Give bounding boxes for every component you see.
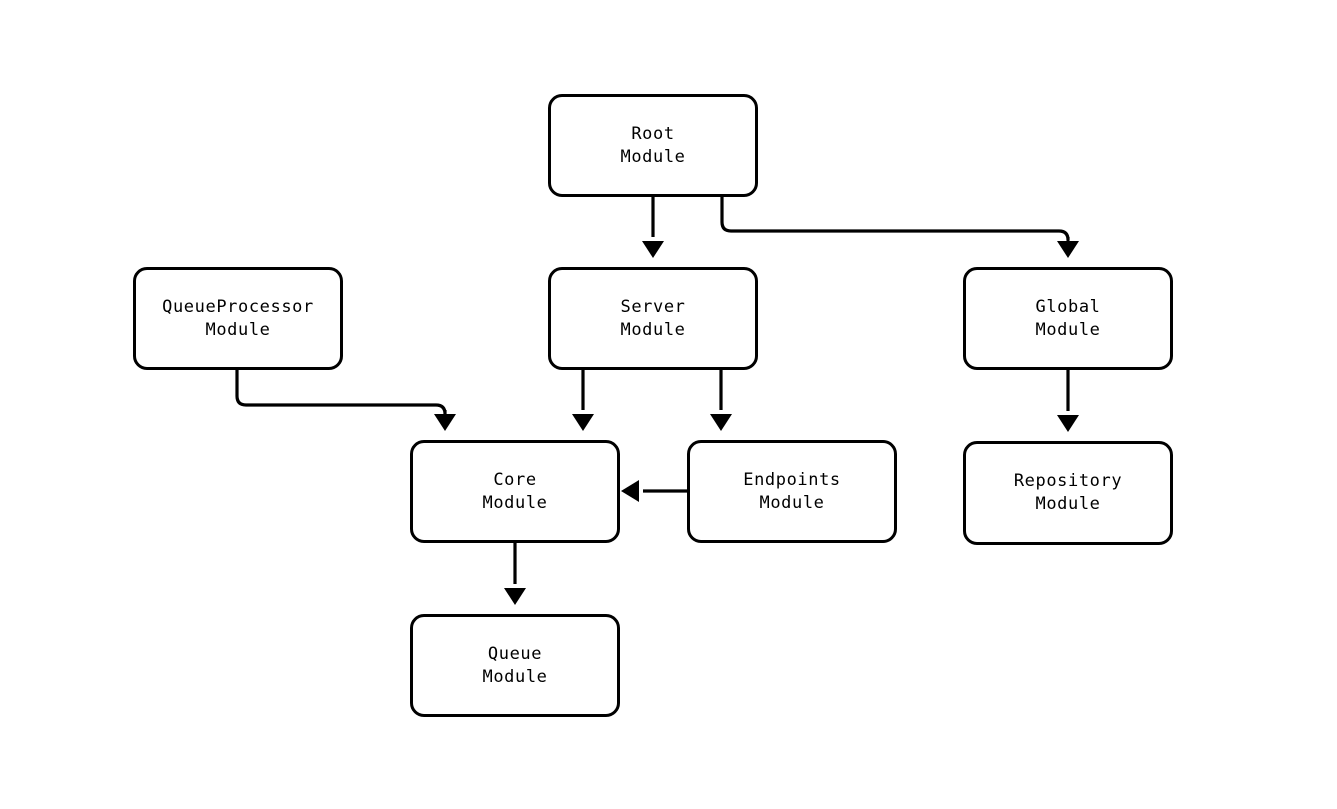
node-queueprocessor-module-label-line1: QueueProcessor (162, 296, 314, 317)
arrowhead-server-to-core (572, 414, 594, 431)
arrowhead-queueprocessor-to-core (434, 414, 456, 431)
node-queue-module-label-line2: Module (482, 666, 548, 687)
arrowhead-endpoints-to-core (621, 480, 639, 502)
node-global-module-label-line1: Global (1035, 296, 1101, 317)
node-global-module[interactable]: Global Module (963, 267, 1173, 370)
node-core-module-label-line2: Module (482, 492, 548, 513)
node-server-module-label-line1: Server (620, 296, 686, 317)
node-endpoints-module-label-line2: Module (759, 492, 825, 513)
node-root-module[interactable]: Root Module (548, 94, 758, 197)
node-core-module-label-line1: Core (493, 469, 537, 490)
edge-queueprocessor-to-core (235, 370, 447, 416)
node-global-module-label-line2: Module (1035, 319, 1101, 340)
arrowhead-global-to-repository (1057, 415, 1079, 432)
node-repository-module[interactable]: Repository Module (963, 441, 1173, 545)
node-repository-module-label-line2: Module (1035, 494, 1101, 514)
node-queue-module[interactable]: Queue Module (410, 614, 620, 717)
arrowhead-server-to-endpoints (710, 414, 732, 431)
node-endpoints-module-label-line1: Endpoints (743, 469, 841, 490)
node-queue-module-label-line1: Queue (487, 643, 543, 664)
node-core-module[interactable]: Core Module (410, 440, 620, 543)
edge-root-to-global (720, 197, 1070, 242)
node-server-module[interactable]: Server Module (548, 267, 758, 370)
node-repository-module-label-line1: Repository (1013, 471, 1123, 491)
node-queueprocessor-module[interactable]: QueueProcessor Module (133, 267, 343, 370)
node-queueprocessor-module-label-line2: Module (205, 319, 271, 340)
node-server-module-label-line2: Module (620, 319, 686, 340)
arrowhead-root-to-global (1057, 241, 1079, 258)
node-root-module-label-line1: Root (631, 123, 675, 144)
arrowhead-root-to-server (642, 241, 664, 258)
node-endpoints-module[interactable]: Endpoints Module (687, 440, 897, 543)
node-root-module-label-line2: Module (620, 146, 686, 167)
arrowhead-core-to-queue (504, 588, 526, 605)
